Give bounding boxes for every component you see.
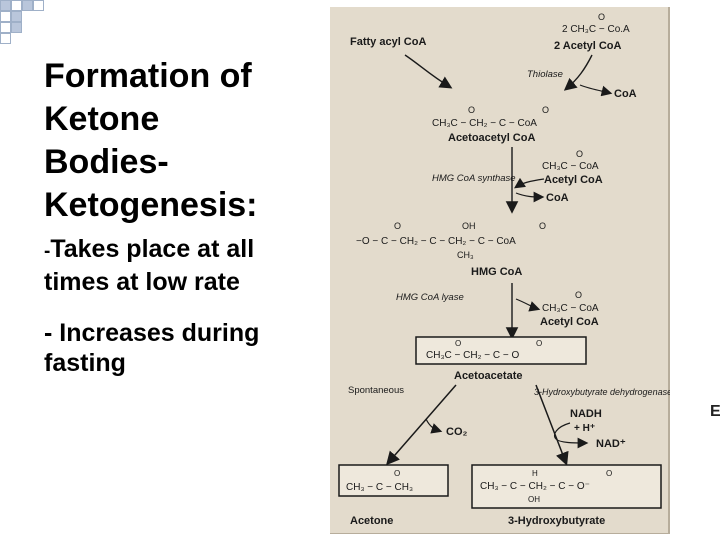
acetone-box — [338, 464, 449, 497]
oxygen-label: O — [394, 469, 400, 478]
acetone-formula: CH₃ − C − CH₃ — [346, 482, 413, 493]
nad-label: NAD⁺ — [596, 438, 626, 450]
title-line: Ketone — [44, 100, 160, 138]
hydroxybutyrate-label: 3-Hydroxybutyrate — [508, 515, 605, 527]
acetyl-formula: CH₃C − CoA — [542, 303, 599, 314]
two-acetyl-coa-label: 2 Acetyl CoA — [554, 40, 622, 52]
hydroxybutyrate-box — [471, 464, 662, 509]
bullet-dash: - — [44, 319, 60, 347]
edge-character: E — [710, 403, 720, 420]
acetoacetate-formula: CH₃C − CH₂ − C − O — [426, 350, 519, 361]
spontaneous-label: Spontaneous — [348, 385, 404, 396]
oxygen-label: O — [575, 290, 582, 300]
arrow-coa-out-2 — [515, 191, 545, 203]
thiolase-label: Thiolase — [527, 69, 563, 80]
dehydrogenase-label: 3-Hydroxybutyrate dehydrogenase — [534, 387, 670, 397]
oxygen-label: O — [576, 149, 583, 159]
bullet-text: Takes place at all times at low rate — [44, 235, 255, 296]
coa-released-label: CoA — [614, 88, 637, 100]
h-plus-label: + H⁺ — [574, 423, 595, 434]
arrow-acetyl-in — [514, 177, 545, 189]
hydroxy-h-label: H — [532, 469, 538, 478]
oxygen-label: O — [606, 469, 612, 478]
oxygen-label: O — [468, 105, 475, 115]
title-line: Bodies- — [44, 143, 169, 181]
oxygen-label: O — [598, 12, 605, 22]
hmg-coa-label: HMG CoA — [471, 266, 522, 278]
oxygen-label: O — [455, 339, 461, 348]
acetyl-formula: 2 CH₃C − Co.A — [562, 24, 630, 35]
arrow-to-hydroxybutyrate — [535, 384, 569, 466]
acetyl-coa-label: Acetyl CoA — [540, 316, 599, 328]
acetoacetate-label: Acetoacetate — [454, 370, 522, 382]
hmg-oh-label: OH — [462, 221, 476, 231]
arrow-acetyl-out — [515, 298, 541, 312]
title-line: Formation of — [44, 57, 252, 95]
hmg-synthase-label: HMG CoA synthase — [432, 173, 516, 184]
acetyl-coa-label: Acetyl CoA — [544, 174, 603, 186]
co2-label: CO₂ — [446, 426, 468, 438]
arrow-to-acetone — [386, 384, 457, 466]
arrow-nadh-to-nad — [553, 422, 589, 449]
fatty-acyl-coa-label: Fatty acyl CoA — [350, 36, 426, 48]
bullet-text: Increases during fasting — [44, 319, 260, 377]
arrow-fatty-to-acetoacetyl — [404, 54, 453, 89]
pathway-diagram: Fatty acyl CoA O 2 CH₃C − Co.A 2 Acetyl … — [338, 12, 670, 527]
hydroxy-formula: CH₃ − C − CH₂ − C − O⁻ — [480, 481, 590, 492]
bullet-fasting: - Increases during fasting — [44, 318, 289, 378]
acetoacetyl-coa-label: Acetoacetyl CoA — [448, 132, 535, 144]
oxygen-label: O — [542, 105, 549, 115]
arrow-acetyl-to-acetoacetyl — [563, 54, 593, 91]
oxygen-label: O — [539, 221, 546, 231]
acetoacetate-box — [415, 336, 587, 365]
hydroxy-oh-label: OH — [528, 495, 540, 504]
bullet-dash: - — [44, 241, 51, 262]
acetone-label: Acetone — [350, 515, 393, 527]
hmg-lyase-label: HMG CoA lyase — [396, 292, 464, 303]
hmg-formula: −O − C − CH₂ − C − CH₂ − C − CoA — [356, 236, 516, 247]
arrow-co2-out — [425, 418, 443, 434]
title-line: Ketogenesis: — [44, 186, 258, 224]
nadh-label: NADH — [570, 408, 602, 420]
coa-released-label: CoA — [546, 192, 569, 204]
slide-title: Formation of Ketone Bodies- Ketogenesis: — [44, 55, 284, 227]
arrow-coa-out-1 — [579, 84, 613, 97]
acetyl-formula: CH₃C − CoA — [542, 161, 599, 172]
oxygen-label: O — [536, 339, 542, 348]
oxygen-label: O — [394, 221, 401, 231]
bullet-low-rate: -Takes place at all times at low rate — [44, 234, 289, 297]
ketogenesis-pathway-figure: Fatty acyl CoA O 2 CH₃C − Co.A 2 Acetyl … — [330, 7, 670, 534]
acetoacetyl-formula: CH₃C − CH₂ − C − CoA — [432, 118, 537, 129]
hmg-ch3-label: CH₃ — [457, 250, 474, 260]
